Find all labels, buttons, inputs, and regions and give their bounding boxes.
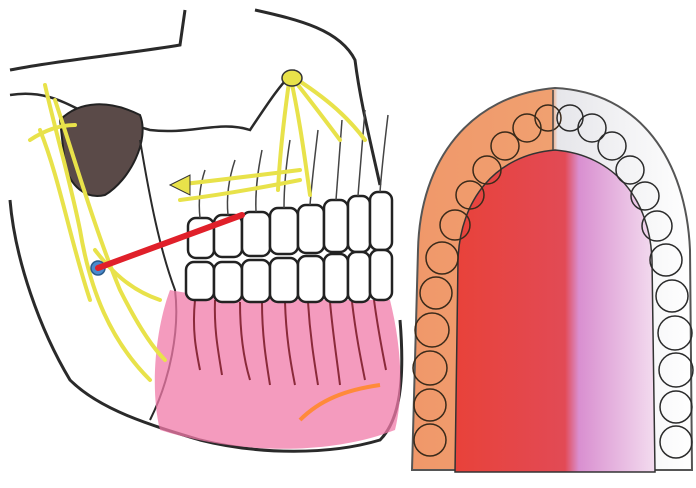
lower-teeth <box>186 250 392 302</box>
dental-arch-panel <box>412 88 693 472</box>
nerve-ganglion <box>282 70 302 86</box>
skull-lateral-panel <box>10 10 402 451</box>
palate <box>455 150 655 472</box>
nerve-arrow <box>170 175 190 195</box>
